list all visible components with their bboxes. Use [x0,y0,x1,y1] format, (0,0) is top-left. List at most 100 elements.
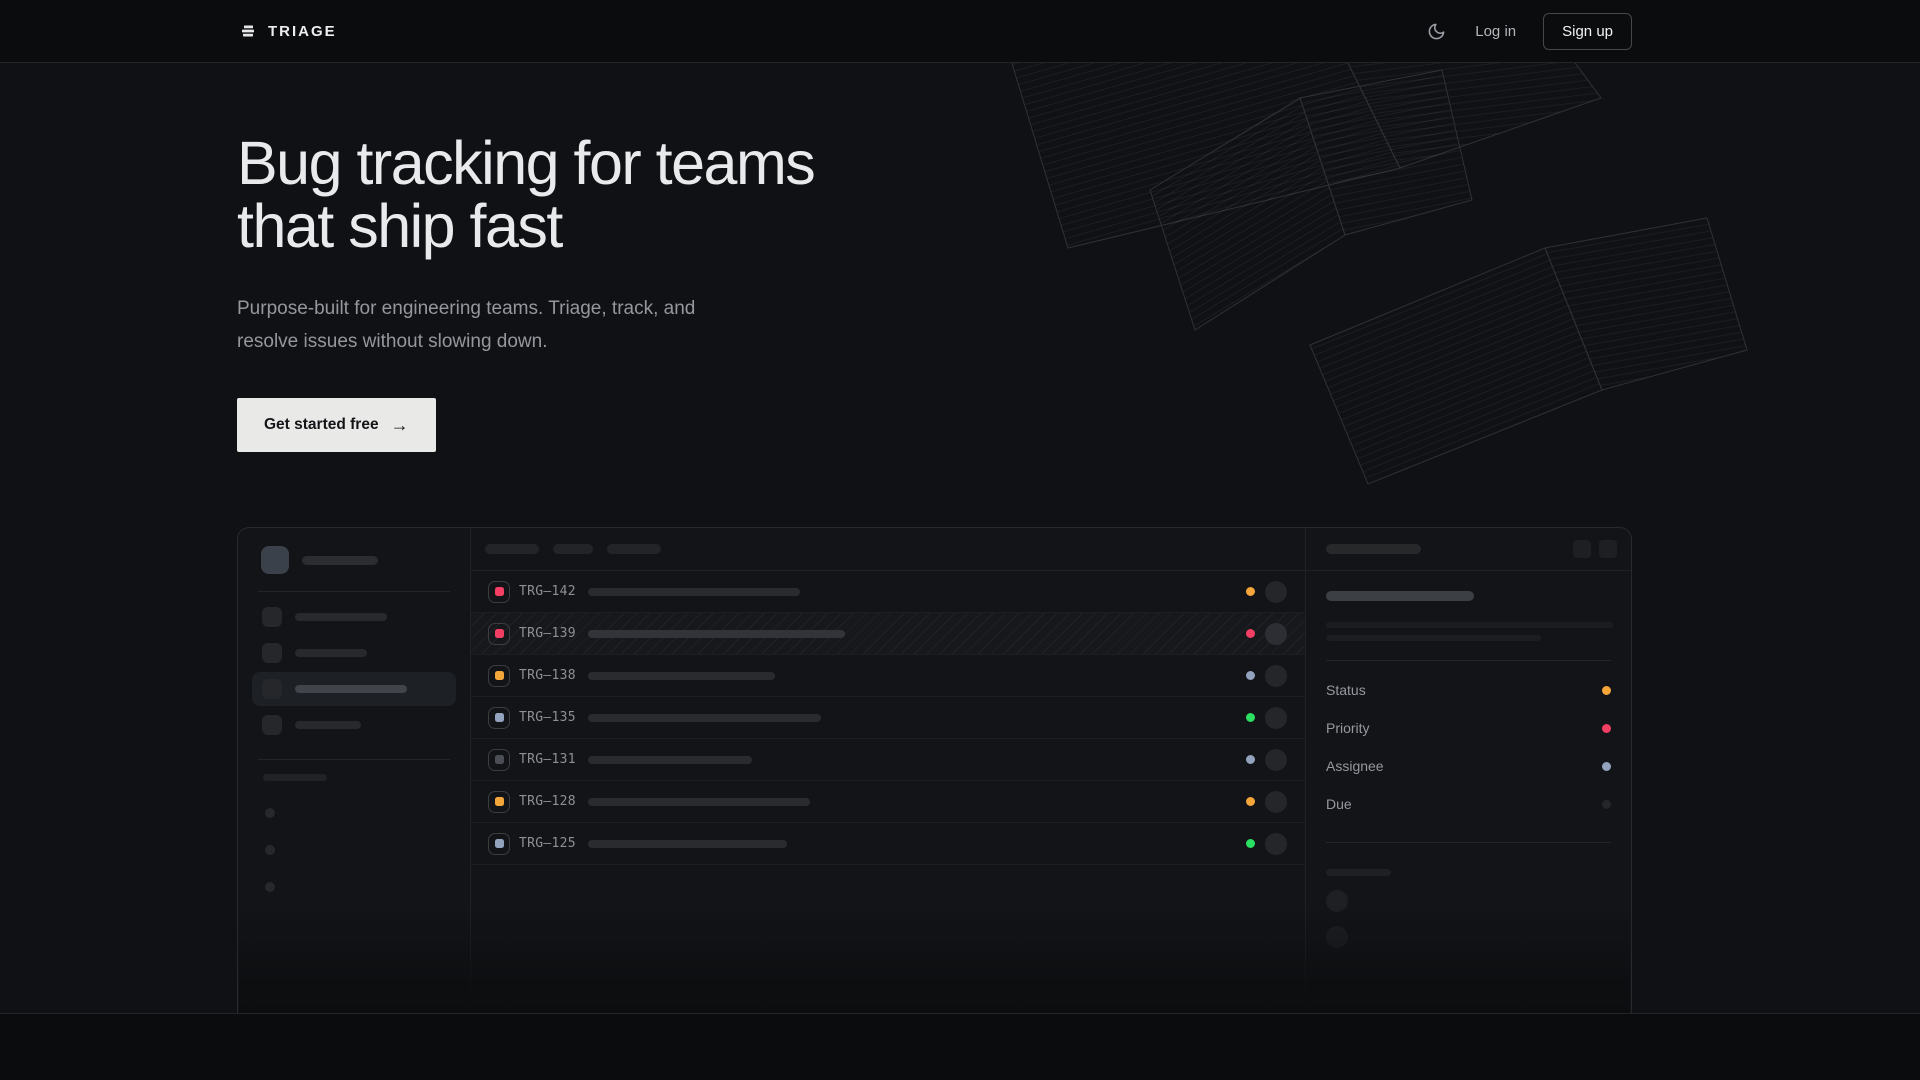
issue-row[interactable]: TRG–138 [471,655,1305,697]
issue-status-dot [1246,629,1255,638]
issue-status-dot [1246,839,1255,848]
brand-name: TRIAGE [268,22,337,40]
sidebar-nav-icon [262,715,282,735]
sidebar-nav-label-skeleton [295,685,407,693]
property-row-priority[interactable]: Priority [1326,709,1611,747]
workspace-switcher[interactable] [238,546,470,574]
issue-status-dot [1246,755,1255,764]
property-row-status[interactable]: Status [1326,671,1611,709]
issue-id: TRG–125 [519,836,576,851]
sidebar-nav-label-skeleton [295,649,367,657]
panel-divider [1326,842,1611,843]
property-label: Assignee [1326,758,1384,774]
triage-logo-icon [242,25,254,37]
brand-logo[interactable]: TRIAGE [240,23,337,40]
assignee-avatar [1265,832,1287,855]
issue-list: TRG–142 TRG–139 TRG–138 TR [471,528,1305,1013]
assignee-avatar [1265,790,1287,813]
panel-divider [1326,660,1611,661]
issue-type-icon [488,790,510,813]
property-row-due[interactable]: Due [1326,785,1611,823]
sidebar-nav-item[interactable] [252,708,456,742]
sidebar-nav-item-active[interactable] [252,672,456,706]
assignee-avatar [1265,580,1287,603]
issue-title-skeleton [588,629,845,638]
detail-panel-header [1306,528,1631,571]
app-mockup: TRG–142 TRG–139 TRG–138 TR [237,527,1632,1013]
issue-title-skeleton [588,587,800,596]
issue-type-icon [488,622,510,645]
issue-title-skeleton [1326,591,1474,601]
issue-type-icon [488,580,510,603]
sidebar-nav-item[interactable] [252,636,456,670]
issue-title-skeleton [588,671,775,680]
issue-status-dot [1246,587,1255,596]
issue-id: TRG–142 [519,584,576,599]
sidebar-divider [258,759,450,760]
detail-header-skeleton [1326,544,1421,554]
issue-id: TRG–135 [519,710,576,725]
issue-title-skeleton [588,755,752,764]
assignee-value-dot [1602,761,1611,771]
property-row-assignee[interactable]: Assignee [1326,747,1611,785]
detail-panel-body: Status Priority Assignee Due [1306,571,1631,948]
issue-id: TRG–128 [519,794,576,809]
mockup-sidebar [238,528,471,1013]
get-started-label: Get started free [264,416,379,433]
sidebar-nav-item[interactable] [252,600,456,634]
sidebar-nav-icon [262,607,282,627]
title-line-1: Bug tracking for teams [237,129,816,197]
title-line-2: that ship fast [237,192,563,260]
issue-row[interactable]: TRG–135 [471,697,1305,739]
issue-id: TRG–131 [519,752,576,767]
nav-actions: Log in Sign up [1424,12,1632,50]
issue-row[interactable]: TRG–139 [471,613,1305,655]
top-nav: TRIAGE Log in Sign up [0,0,1920,63]
priority-value-dot [1602,723,1611,733]
activity-section-skeleton [1326,869,1391,876]
page-footer [0,1013,1920,1080]
issue-row[interactable]: TRG–128 [471,781,1305,823]
issue-properties: Status Priority Assignee Due [1326,661,1611,823]
sign-up-button[interactable]: Sign up [1543,12,1632,50]
property-label: Due [1326,796,1352,812]
sidebar-section-label-skeleton [263,774,327,781]
issue-detail-panel: Status Priority Assignee Due [1305,528,1631,1013]
comment-avatar [1326,926,1348,948]
page-title: Bug tracking for teams that ship fast [237,132,1920,258]
issue-status-dot [1246,713,1255,722]
panel-action-button[interactable] [1573,540,1591,558]
issue-description-skeleton [1326,622,1613,628]
hero-copy: Bug tracking for teams that ship fast Pu… [0,63,1920,452]
issue-row[interactable]: TRG–131 [471,739,1305,781]
issue-row[interactable]: TRG–142 [471,571,1305,613]
workspace-name-skeleton [302,555,378,565]
filter-pill-skeleton[interactable] [607,544,661,554]
filter-pill-skeleton[interactable] [485,544,539,554]
issue-title-skeleton [588,713,821,722]
sidebar-nav-label-skeleton [295,613,387,621]
moon-icon [1428,23,1445,39]
sidebar-list-bullet [265,882,275,892]
issue-title-skeleton [588,797,810,806]
issue-row[interactable]: TRG–125 [471,823,1305,865]
sidebar-divider [258,591,450,592]
sidebar-nav-label-skeleton [295,721,361,729]
issue-type-icon [488,706,510,729]
workspace-avatar [261,546,289,574]
issue-list-header [471,528,1305,571]
assignee-avatar [1265,664,1287,687]
log-in-link[interactable]: Log in [1475,22,1517,40]
property-label: Priority [1326,720,1370,736]
sidebar-list-bullet [265,845,275,855]
assignee-avatar [1265,622,1287,645]
theme-toggle-button[interactable] [1424,19,1448,43]
get-started-button[interactable]: Get started free → [237,398,436,452]
panel-action-button[interactable] [1599,540,1617,558]
due-value-dot [1602,799,1611,809]
issue-status-dot [1246,797,1255,806]
issue-id: TRG–138 [519,668,576,683]
filter-pill-skeleton[interactable] [553,544,593,554]
hero-section: Bug tracking for teams that ship fast Pu… [0,63,1920,1013]
subtitle-line-1: Purpose-built for engineering teams. Tri… [237,298,696,319]
